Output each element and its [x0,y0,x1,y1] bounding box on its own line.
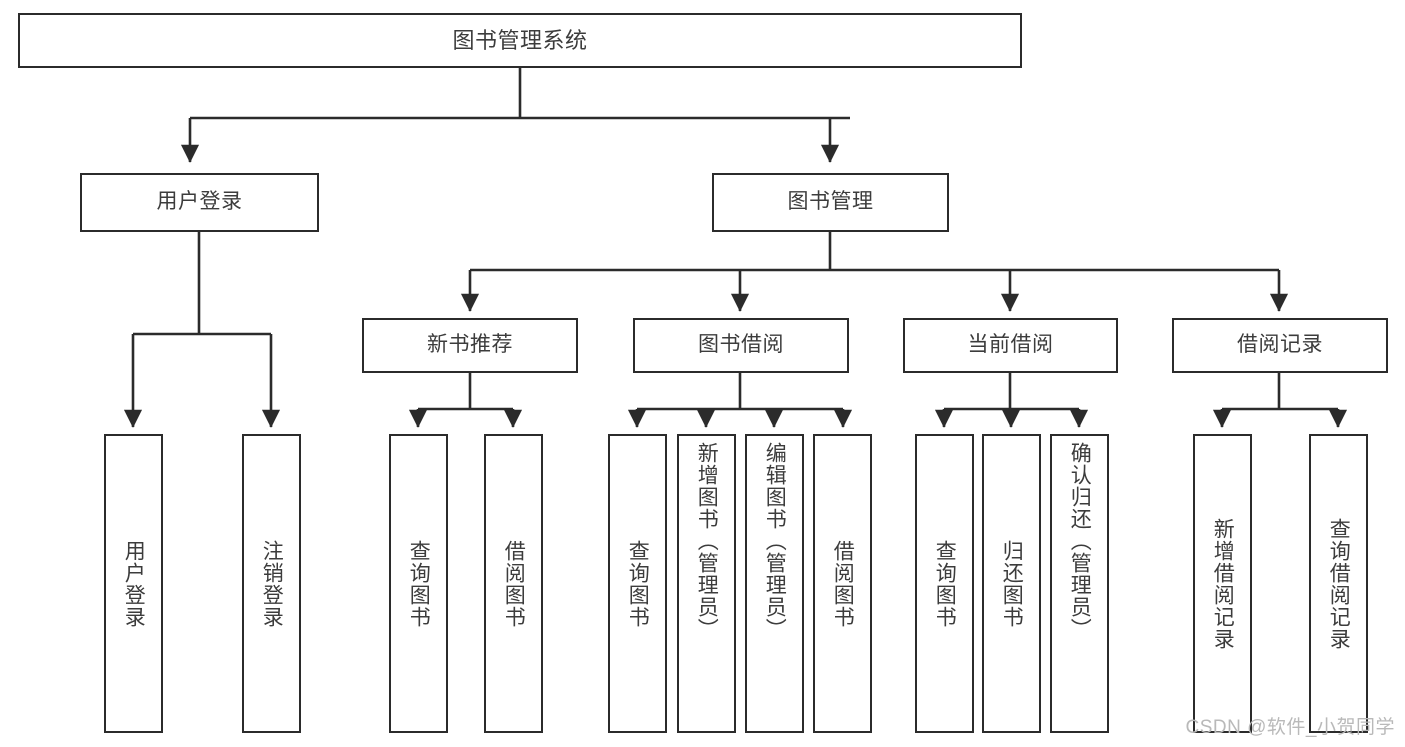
node-label: 用户登录 [156,190,243,214]
watermark-text: CSDN @软件_小贺同学 [1185,717,1395,738]
node-label: 图书借阅 [698,333,784,357]
node-label: 借阅图书 [831,539,855,628]
node-label: 确认归还（管理员） [1068,442,1092,640]
node-label: 当前借阅 [967,333,1054,357]
leaf-new-book-borrow[interactable]: 借阅图书 [484,434,543,733]
node-borrow-record[interactable]: 借阅记录 [1172,318,1388,373]
leaf-record-query-record[interactable]: 查询借阅记录 [1309,434,1368,733]
node-current-borrow[interactable]: 当前借阅 [903,318,1118,373]
node-label: 借阅记录 [1237,333,1323,357]
node-label: 新增借阅记录 [1211,517,1235,650]
node-label: 用户登录 [122,539,146,628]
leaf-current-query-book[interactable]: 查询图书 [915,434,974,733]
leaf-borrow-add-book-admin[interactable]: 新增图书（管理员） [677,434,736,733]
node-label: 查询借阅记录 [1327,517,1351,650]
leaf-user-login-login[interactable]: 用户登录 [104,434,163,733]
leaf-user-login-logout[interactable]: 注销登录 [242,434,301,733]
node-label: 图书管理 [787,190,874,214]
node-label: 新书推荐 [427,333,513,357]
node-new-book-recommend[interactable]: 新书推荐 [362,318,578,373]
node-label: 查询图书 [407,539,431,628]
node-user-login[interactable]: 用户登录 [80,173,319,232]
node-label: 注销登录 [260,539,284,628]
leaf-new-book-query[interactable]: 查询图书 [389,434,448,733]
leaf-current-return-book[interactable]: 归还图书 [982,434,1041,733]
node-label: 新增图书（管理员） [695,442,719,640]
leaf-record-add-record[interactable]: 新增借阅记录 [1193,434,1252,733]
node-book-borrow[interactable]: 图书借阅 [633,318,849,373]
leaf-current-confirm-return-admin[interactable]: 确认归还（管理员） [1050,434,1109,733]
node-label: 查询图书 [933,539,957,628]
node-label: 查询图书 [626,539,650,628]
node-label: 图书管理系统 [452,27,588,53]
node-label: 归还图书 [1000,539,1024,628]
node-label: 借阅图书 [502,539,526,628]
leaf-borrow-query-book[interactable]: 查询图书 [608,434,667,733]
leaf-borrow-edit-book-admin[interactable]: 编辑图书（管理员） [745,434,804,733]
node-label: 编辑图书（管理员） [763,442,787,640]
node-root-system[interactable]: 图书管理系统 [18,13,1022,68]
node-book-management[interactable]: 图书管理 [712,173,949,232]
leaf-borrow-borrow-book[interactable]: 借阅图书 [813,434,872,733]
